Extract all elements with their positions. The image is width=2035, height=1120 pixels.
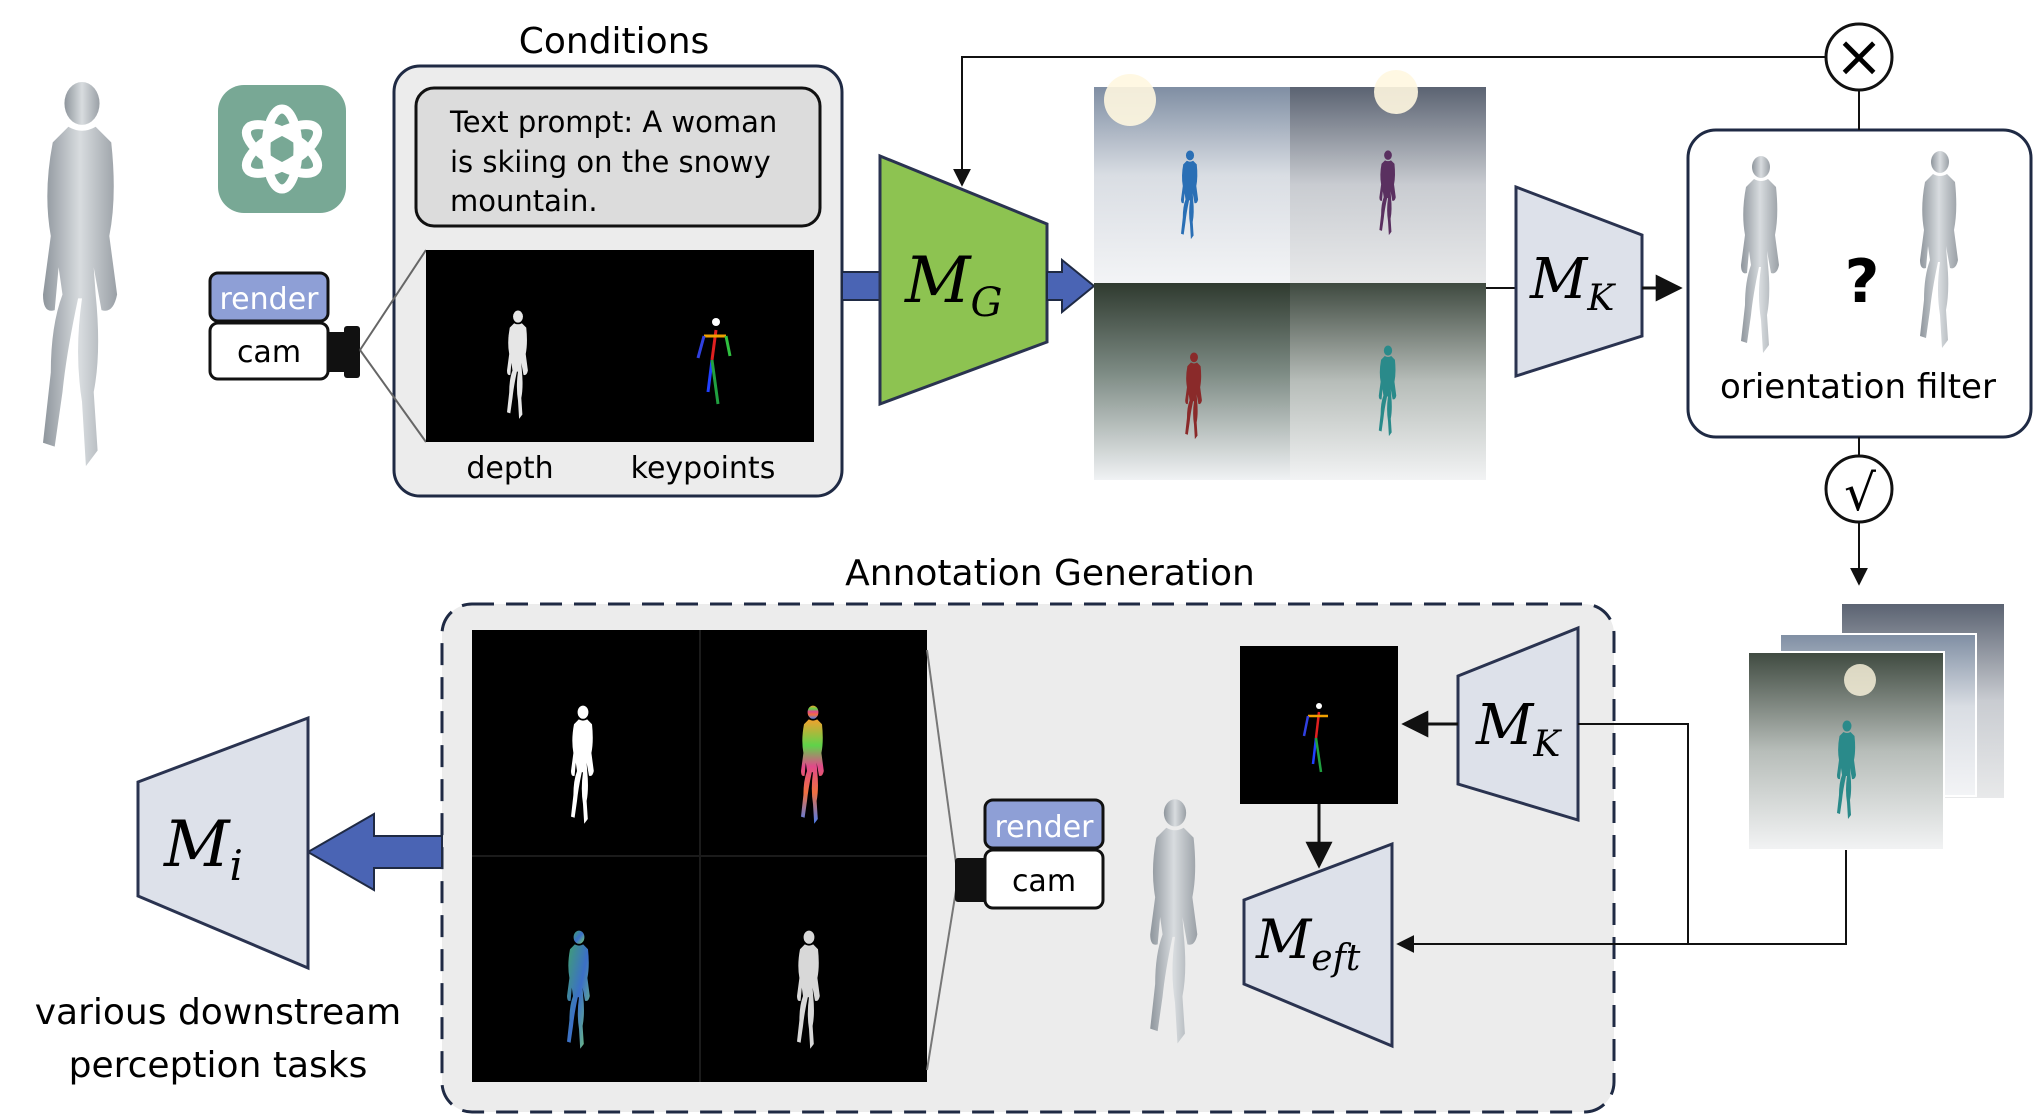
- text-prompt: Text prompt: A woman is skiing on the sn…: [449, 105, 786, 218]
- text-prompt-box: [414, 86, 822, 228]
- human-mesh-icon: [43, 81, 118, 467]
- camera-bottom: render cam: [955, 798, 1105, 910]
- annotation-to-task-arrow: [305, 812, 443, 892]
- accepted-image-stack: [1747, 604, 2004, 851]
- keypoint-skeleton-icon: [696, 318, 732, 405]
- chatgpt-logo-icon: [218, 85, 346, 213]
- keypoint-model-top: [1514, 184, 1644, 379]
- keypoint-label-top: MK: [1529, 247, 1616, 319]
- downstream-line1: various downstream: [35, 992, 402, 1033]
- downstream-line2: perception tasks: [69, 1045, 368, 1086]
- keypoint-model-bottom: [1456, 625, 1580, 823]
- detected-keypoints-image: [1240, 646, 1398, 804]
- keypoints-map: [620, 250, 814, 442]
- accept-icon: √: [1844, 464, 1876, 522]
- image-to-eft-arrow: [1396, 850, 1847, 953]
- depth-label: depth: [466, 451, 553, 486]
- cam-label-bottom: cam: [1012, 864, 1076, 899]
- orientation-filter-label: orientation filter: [1720, 367, 1996, 407]
- generated-images: [1094, 70, 1486, 480]
- eft-model: [1242, 841, 1394, 1049]
- reject-icon: ×: [1835, 22, 1884, 90]
- reject-feedback-arrow: [953, 56, 1826, 187]
- generation-arrow: [1046, 257, 1096, 315]
- condition-arrow: [841, 271, 883, 301]
- generator-model: [878, 153, 1049, 407]
- keypoint-label-bottom: MK: [1475, 693, 1562, 765]
- detected-skeleton-icon: [1302, 703, 1328, 773]
- annotation-title: Annotation Generation: [845, 553, 1255, 594]
- camera-lens-icon-bottom: [955, 858, 987, 902]
- eft-label: Meft: [1255, 908, 1361, 979]
- conditions-title: Conditions: [519, 21, 710, 62]
- generator-label: MG: [904, 244, 1002, 326]
- cam-label: cam: [237, 335, 301, 370]
- render-label-bottom: render: [995, 810, 1095, 845]
- render-tag: [208, 271, 330, 323]
- task-model: [136, 715, 310, 971]
- camera-lens-icon: [344, 326, 360, 378]
- orientation-question: ?: [1845, 247, 1880, 317]
- task-label: Mi: [163, 808, 243, 890]
- image-to-keypoint-connector: [1578, 723, 1689, 944]
- render-label: render: [220, 282, 320, 317]
- camera-top: render cam: [208, 271, 360, 381]
- keypoints-label: keypoints: [631, 451, 776, 486]
